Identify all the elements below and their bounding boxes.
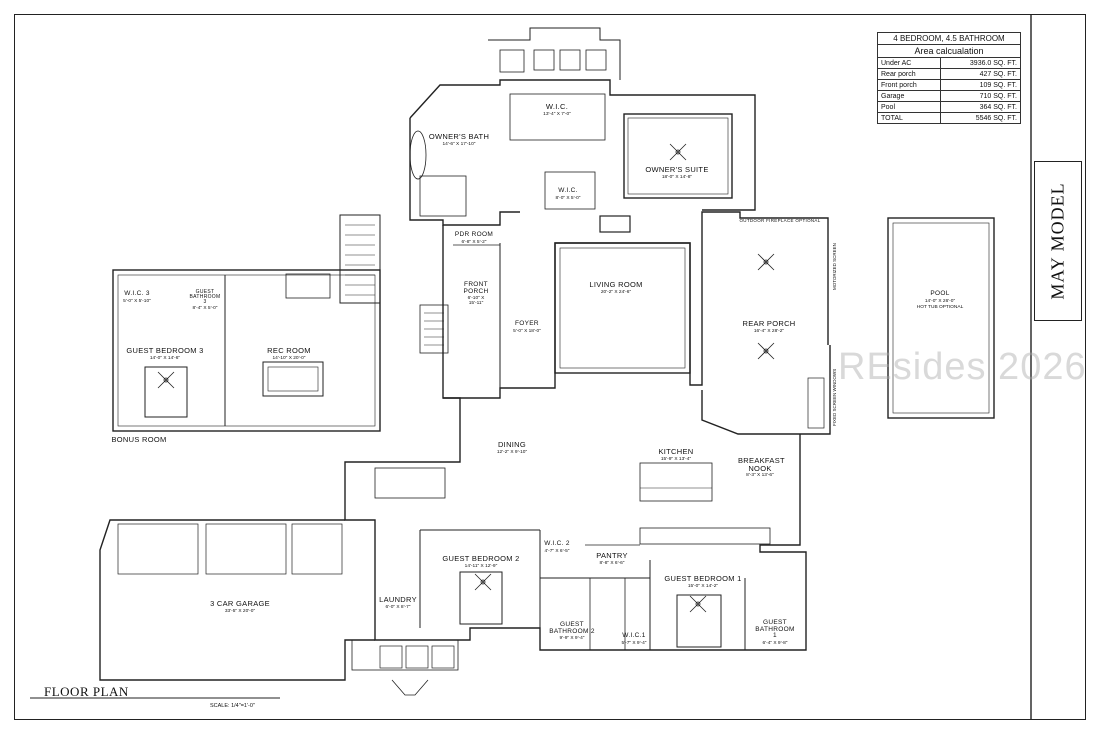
- area-table-title: Area calcualation: [877, 44, 1021, 58]
- room-wic-owner: W.I.C.13'-4" X 7'-0": [543, 102, 571, 117]
- watermark: REsides 2026: [838, 346, 1087, 388]
- drawing-sheet: [14, 14, 1086, 720]
- fixed-screen-note: FIXED SCREEN WINDOWS: [832, 368, 837, 426]
- fireplace-note: OUTDOOR FIREPLACE OPTIONAL: [739, 218, 821, 223]
- drawing-scale: SCALE: 1/4"=1'-0": [210, 703, 255, 709]
- model-name-box: MAY MODEL: [1034, 161, 1082, 321]
- area-calculation-table: 4 BEDROOM, 4.5 BATHROOM Area calcualatio…: [876, 32, 1021, 124]
- drawing-title: FLOOR PLAN: [44, 684, 129, 699]
- room-wic-small: W.I.C.8'-0" X 5'-0": [555, 187, 581, 201]
- motorized-screen-note: MOTORIZED SCREEN: [832, 243, 837, 290]
- model-name: MAY MODEL: [1047, 182, 1068, 300]
- room-bonus: BONUS ROOM: [111, 435, 167, 444]
- bedroom-count: 4 BEDROOM, 4.5 BATHROOM: [877, 32, 1021, 45]
